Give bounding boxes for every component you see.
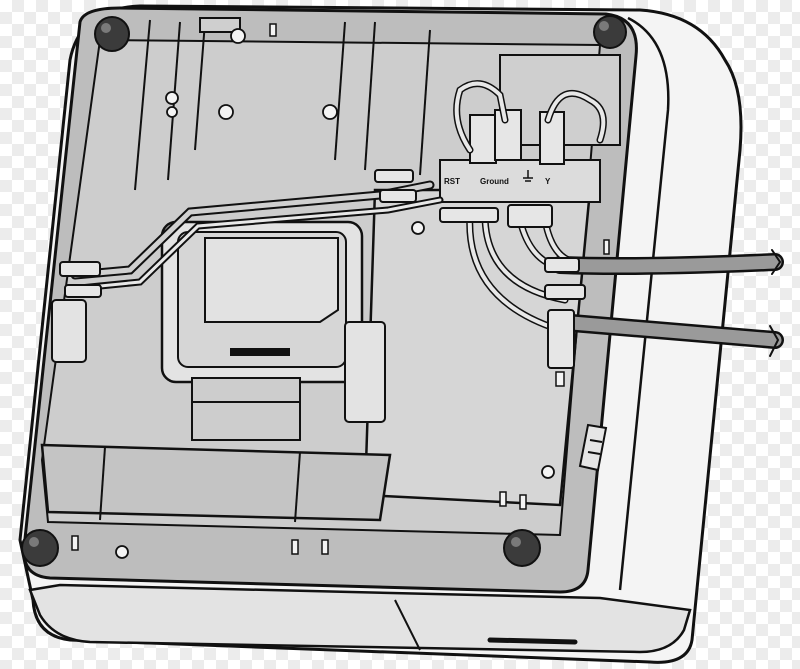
rubber-feet [21,15,627,567]
screw-hole-icon [166,106,178,118]
status-led-slot [487,637,578,645]
rubber-foot-icon [593,15,627,49]
screw-hole-icon [322,104,338,120]
screw-hole-icon [411,221,425,235]
connector-1 [469,114,497,164]
terminal-label-y: Y [545,177,551,186]
module-top [204,237,339,323]
cable-end-upper [771,249,782,275]
right-slot [344,321,386,423]
screw-hole-icon [115,545,129,559]
terminal-label-ground: Ground [480,177,509,186]
cable-end-lower [769,325,780,357]
screw-hole-icon [541,465,555,479]
screw-hole-icon [230,28,246,44]
wire-connectors [469,109,565,165]
cable-clips [59,169,586,369]
rubber-foot-icon [21,529,59,567]
side-vent [578,423,608,472]
terminal-block [439,159,601,203]
terminal-label-rst: RST [444,177,460,186]
lip-seam [394,599,421,651]
left-slot [51,299,87,363]
screw-holes [115,28,555,559]
module-label-slot [230,348,290,356]
bottom-frame-ribs [99,446,301,523]
screw-hole-icon [165,91,179,105]
housing-right-edge [618,16,670,591]
small-slots [71,23,610,555]
ground-symbol-icon [523,170,533,182]
module-tab [191,377,301,441]
bottom-frame [40,443,392,522]
rubber-foot-icon [94,16,130,52]
rubber-foot-icon [503,529,541,567]
cable-bundle [551,249,784,357]
screw-hole-icon [218,104,234,120]
top-clip [199,17,241,33]
housing-front-lip [28,583,692,654]
connector-3 [539,111,565,165]
